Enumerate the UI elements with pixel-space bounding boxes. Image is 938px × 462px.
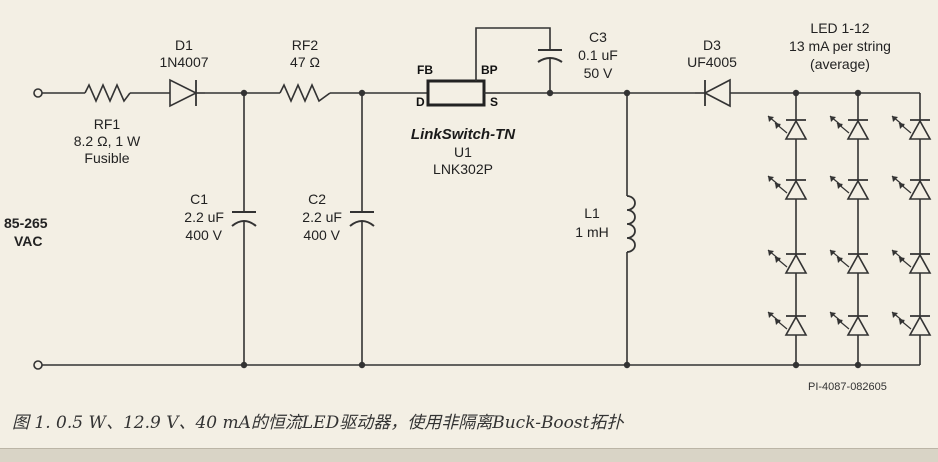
figure-caption: 图 1. 0.5 W、12.9 V、40 mA的恒流LED驱动器，使用非隔离Bu… bbox=[12, 413, 624, 433]
c2-value: 2.2 uF bbox=[302, 209, 342, 225]
d3-diode-symbol bbox=[695, 78, 731, 108]
led-array bbox=[767, 93, 932, 365]
led-diode-icon bbox=[767, 175, 808, 200]
drawing-reference: PI-4087-082605 bbox=[808, 381, 887, 393]
led-current: 13 mA per string bbox=[789, 38, 891, 54]
u1-pin-bp: BP bbox=[481, 63, 498, 77]
l1-value: 1 mH bbox=[575, 224, 608, 240]
led-diode-icon bbox=[767, 115, 808, 140]
rf2-resistor-symbol bbox=[279, 83, 331, 103]
led-title: LED 1-12 bbox=[810, 20, 869, 36]
led-average-note: (average) bbox=[810, 56, 870, 72]
rf1-ref: RF1 bbox=[94, 116, 121, 132]
c2-ref: C2 bbox=[308, 191, 326, 207]
led-diode-icon bbox=[829, 115, 870, 140]
led-diode-icon bbox=[767, 249, 808, 274]
u1-part: LNK302P bbox=[433, 161, 493, 177]
led-diode-icon bbox=[891, 249, 932, 274]
led-diode-icon bbox=[829, 175, 870, 200]
rf1-note: Fusible bbox=[84, 150, 129, 166]
rf1-value: 8.2 Ω, 1 W bbox=[74, 133, 141, 149]
input-unit-label: VAC bbox=[14, 233, 43, 249]
rf2-value: 47 Ω bbox=[290, 54, 320, 70]
c3-value: 0.1 uF bbox=[578, 47, 618, 63]
c3-capacitor-symbol bbox=[537, 49, 563, 93]
u1-pin-s: S bbox=[490, 95, 498, 109]
input-terminal-bottom bbox=[33, 360, 43, 370]
l1-inductor-symbol bbox=[626, 93, 636, 365]
u1-linkswitch-chip bbox=[426, 27, 551, 107]
d1-diode-symbol bbox=[169, 78, 205, 108]
c2-capacitor-symbol bbox=[349, 93, 375, 365]
c1-capacitor-symbol bbox=[231, 93, 257, 365]
u1-ref: U1 bbox=[454, 144, 472, 160]
led-diode-icon bbox=[891, 311, 932, 336]
d1-ref: D1 bbox=[175, 37, 193, 53]
d3-part: UF4005 bbox=[687, 54, 737, 70]
led-diode-icon bbox=[891, 115, 932, 140]
input-voltage-label: 85-265 bbox=[4, 215, 48, 231]
d3-ref: D3 bbox=[703, 37, 721, 53]
c1-ref: C1 bbox=[190, 191, 208, 207]
c2-voltage: 400 V bbox=[303, 227, 340, 243]
rf2-ref: RF2 bbox=[292, 37, 319, 53]
rf1-resistor-symbol bbox=[84, 83, 131, 103]
c1-value: 2.2 uF bbox=[184, 209, 224, 225]
l1-ref: L1 bbox=[584, 205, 600, 221]
led-diode-icon bbox=[829, 311, 870, 336]
u1-pin-d: D bbox=[416, 95, 425, 109]
d1-part: 1N4007 bbox=[159, 54, 208, 70]
c1-voltage: 400 V bbox=[185, 227, 222, 243]
led-diode-icon bbox=[829, 249, 870, 274]
c3-voltage: 50 V bbox=[584, 65, 613, 81]
c3-ref: C3 bbox=[589, 29, 607, 45]
u1-title: LinkSwitch-TN bbox=[411, 126, 516, 143]
u1-pin-fb: FB bbox=[417, 63, 433, 77]
led-diode-icon bbox=[891, 175, 932, 200]
input-terminal-top bbox=[33, 88, 43, 98]
led-diode-icon bbox=[767, 311, 808, 336]
bottom-band bbox=[0, 448, 938, 462]
